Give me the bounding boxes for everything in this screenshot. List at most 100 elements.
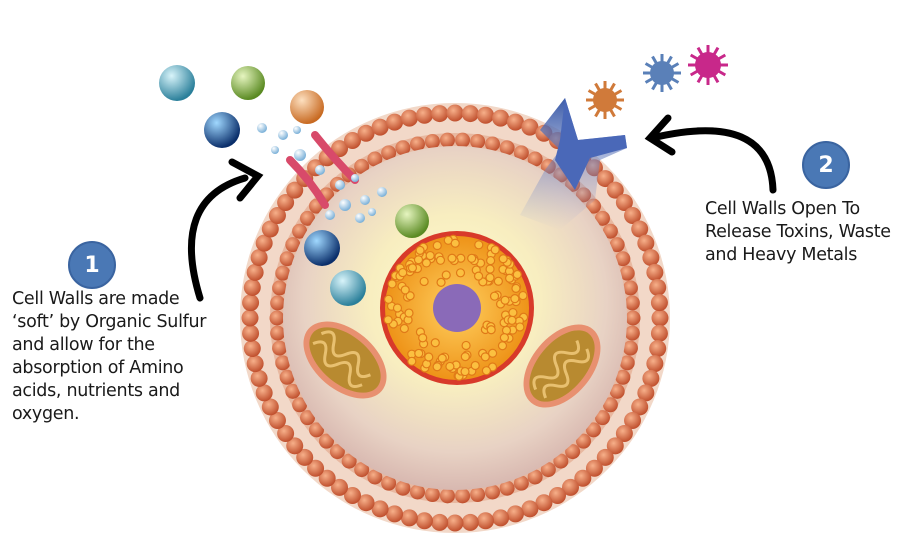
decor-dot xyxy=(499,255,507,263)
decor-dot xyxy=(512,284,520,292)
decor-dot xyxy=(509,309,517,317)
nucleolus xyxy=(433,284,481,332)
decor-dot xyxy=(471,362,479,370)
decor-dot xyxy=(385,295,393,303)
decor-dot xyxy=(642,249,659,266)
decor-dot xyxy=(501,296,509,304)
decor-dot xyxy=(508,316,516,324)
decor-dot xyxy=(377,187,387,197)
decor-dot xyxy=(462,341,470,349)
decor-dot xyxy=(440,133,455,148)
decor-dot xyxy=(461,353,469,361)
cell xyxy=(240,98,670,533)
decor-dot xyxy=(425,134,440,149)
decor-dot xyxy=(399,269,407,277)
decor-dot xyxy=(646,264,663,281)
decor-dot xyxy=(386,114,403,131)
decor-dot xyxy=(637,235,654,252)
decor-dot xyxy=(294,149,306,161)
step-1-caption: Cell Walls are made ‘soft’ by Organic Su… xyxy=(12,288,206,426)
decor-dot xyxy=(384,316,392,324)
decor-dot xyxy=(433,242,441,250)
decor-dot xyxy=(511,295,519,303)
decor-dot xyxy=(426,252,434,260)
decor-dot xyxy=(408,357,416,365)
decor-dot xyxy=(431,514,448,531)
decor-dot xyxy=(360,195,370,205)
decor-dot xyxy=(457,269,465,277)
decor-dot xyxy=(492,509,509,526)
decor-dot xyxy=(593,88,617,112)
decor-dot xyxy=(271,146,279,154)
decor-dot xyxy=(487,257,495,265)
arrow-2 xyxy=(650,118,773,190)
decor-dot xyxy=(425,353,433,361)
decor-dot xyxy=(625,326,640,341)
decor-dot xyxy=(500,334,508,342)
decor-dot xyxy=(650,61,674,85)
decor-dot xyxy=(247,355,264,372)
decor-dot xyxy=(649,340,666,357)
decor-dot xyxy=(422,259,430,267)
decor-dot xyxy=(475,272,483,280)
decor-dot xyxy=(436,256,444,264)
nutrient-ball xyxy=(330,270,366,306)
decor-dot xyxy=(513,270,521,278)
nutrient-ball xyxy=(231,66,265,100)
decor-dot xyxy=(521,500,538,517)
step-1-badge: 1 xyxy=(68,241,116,289)
decor-dot xyxy=(270,311,285,326)
nutrient-ball xyxy=(290,90,324,124)
decor-dot xyxy=(440,488,455,503)
decor-dot xyxy=(507,505,524,522)
decor-dot xyxy=(431,105,448,122)
decor-dot xyxy=(325,210,335,220)
decor-dot xyxy=(626,311,641,326)
toxin-orange xyxy=(586,81,624,119)
decor-dot xyxy=(270,295,285,310)
decor-dot xyxy=(494,277,502,285)
decor-dot xyxy=(651,325,668,342)
decor-dot xyxy=(462,105,479,122)
decor-dot xyxy=(408,264,416,272)
decor-dot xyxy=(468,254,476,262)
decor-dot xyxy=(642,370,659,387)
nutrient-ball xyxy=(159,65,195,101)
decor-dot xyxy=(477,512,494,529)
decor-dot xyxy=(516,323,524,331)
decor-dot xyxy=(420,277,428,285)
decor-dot xyxy=(416,107,433,124)
decor-dot xyxy=(491,292,499,300)
decor-dot xyxy=(470,134,485,149)
toxin-magenta xyxy=(688,45,728,85)
decor-dot xyxy=(455,133,470,148)
decor-dot xyxy=(651,294,668,311)
nutrient-ball xyxy=(395,204,429,238)
decor-dot xyxy=(414,256,422,264)
decor-dot xyxy=(416,512,433,529)
decor-dot xyxy=(386,505,403,522)
decor-dot xyxy=(315,165,325,175)
decor-dot xyxy=(433,363,441,371)
decor-dot xyxy=(425,487,440,502)
decor-dot xyxy=(335,180,345,190)
decor-dot xyxy=(242,325,259,342)
toxin-particles xyxy=(586,45,728,119)
decor-dot xyxy=(447,105,464,122)
decor-dot xyxy=(401,286,409,294)
decor-dot xyxy=(242,294,259,311)
decor-dot xyxy=(437,278,445,286)
decor-dot xyxy=(339,199,351,211)
decor-dot xyxy=(251,249,268,266)
decor-dot xyxy=(247,264,264,281)
decor-dot xyxy=(492,110,509,127)
decor-dot xyxy=(486,265,494,273)
decor-dot xyxy=(270,326,285,341)
decor-dot xyxy=(438,354,446,362)
decor-dot xyxy=(244,340,261,357)
decor-dot xyxy=(351,174,359,182)
decor-dot xyxy=(278,130,288,140)
decor-dot xyxy=(462,514,479,531)
decor-dot xyxy=(477,107,494,124)
